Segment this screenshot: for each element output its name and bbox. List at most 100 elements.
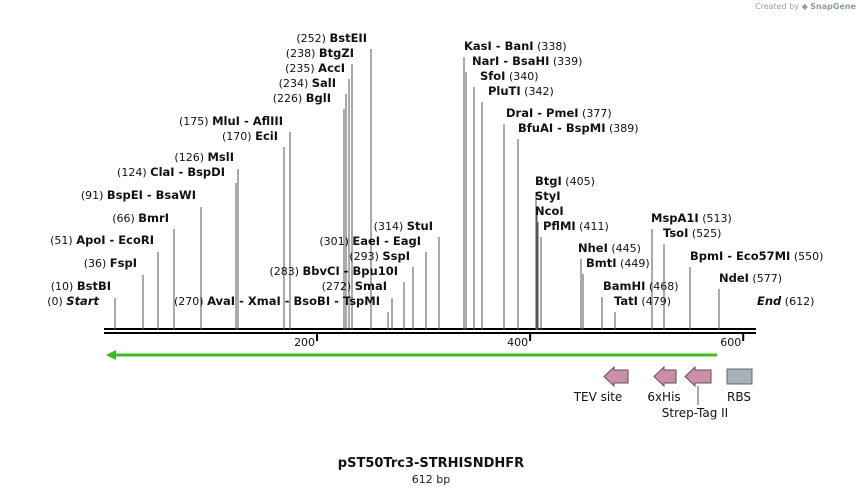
site-bpmi-eco57mi[interactable]: BpmI - Eco57MI (550)	[689, 249, 823, 330]
site-msli[interactable]: (126) MslI	[174, 150, 239, 330]
site-sfoi[interactable]: SfoI (340)	[473, 69, 539, 330]
site-position: (314)	[374, 220, 407, 233]
snapgene-logo-icon: ◆	[801, 2, 808, 11]
site-position: (577)	[749, 272, 782, 285]
site-name: BfuAI - BspMI	[518, 121, 605, 135]
site-clai-bspdi[interactable]: (124) ClaI - BspDI	[117, 165, 237, 330]
site-position: (389)	[605, 122, 638, 135]
site-name: BspEI - BsaWI	[107, 188, 196, 202]
backbone-top-strand	[104, 328, 756, 330]
feature-label: Strep-Tag II	[662, 406, 728, 420]
site-sali[interactable]: (234) SalI	[279, 76, 347, 330]
site-label: (66) BmrI	[112, 211, 169, 225]
site-label: BtgI (405)	[535, 174, 595, 188]
site-label: BpmI - Eco57MI (550)	[690, 249, 823, 263]
site-label: NdeI (577)	[719, 271, 782, 285]
site-label: (226) BglI	[273, 91, 331, 105]
site-label: (36) FspI	[84, 256, 137, 270]
site-eaei-eagi[interactable]: (301) EaeI - EagI	[319, 234, 427, 330]
site-bspei-bsawi[interactable]: (91) BspEI - BsaWI	[81, 188, 202, 330]
site-bsteii[interactable]: (252) BstEII	[296, 31, 372, 330]
site-label: KasI - BanI (338)	[464, 39, 567, 53]
site-ncoi[interactable]: NcoI	[535, 204, 564, 330]
site-bamhi[interactable]: BamHI (468)	[601, 279, 679, 330]
site-name: BpmI - Eco57MI	[690, 249, 790, 263]
site-stui[interactable]: (314) StuI	[374, 219, 440, 330]
site-btgzi[interactable]: (238) BtgZI	[286, 46, 354, 330]
site-btgi[interactable]: BtgI (405)	[535, 174, 595, 330]
site-smai[interactable]: (272) SmaI	[322, 279, 393, 330]
site-label: (10) BstBI	[51, 279, 111, 293]
orf-arrow[interactable]	[106, 350, 717, 360]
site-label: (301) EaeI - EagI	[319, 234, 421, 248]
site-bbvci-bpu10i[interactable]: (283) BbvCI - Bpu10I	[269, 264, 405, 330]
site-bstbi[interactable]: (10) BstBI	[51, 279, 116, 330]
site-mspa1i[interactable]: MspA1I (513)	[651, 211, 732, 330]
site-bgli[interactable]: (226) BglI	[273, 91, 345, 330]
site-position: (293)	[349, 250, 382, 263]
site-ndei[interactable]: NdeI (577)	[718, 271, 782, 330]
site-name: BbvCI - Bpu10I	[303, 264, 398, 278]
site-position: (525)	[688, 227, 721, 240]
site-name: StuI	[407, 219, 433, 233]
site-label: (170) EciI	[222, 129, 278, 143]
site-label: (252) BstEII	[296, 31, 367, 45]
site-name: AvaI - XmaI - BsoBI - TspMI	[207, 294, 380, 308]
site-fspi[interactable]: (36) FspI	[84, 256, 144, 330]
site-ecii[interactable]: (170) EciI	[222, 129, 285, 330]
site-label: (51) ApoI - EcoRI	[50, 233, 154, 247]
site-bfuai-bspmi[interactable]: BfuAI - BspMI (389)	[517, 121, 639, 330]
site-name: EaeI - EagI	[352, 234, 421, 248]
site-name: NdeI	[719, 271, 749, 285]
site-kasi-bani[interactable]: KasI - BanI (338)	[463, 39, 567, 330]
site-name: StyI	[535, 189, 561, 203]
site-name: ClaI - BspDI	[150, 165, 225, 179]
feature-arrow-icon	[653, 365, 677, 388]
feature-tev-site[interactable]: TEV site	[573, 365, 629, 404]
site-label: StyI	[535, 189, 561, 203]
site-mlui-afliii[interactable]: (175) MluI - AflIII	[179, 114, 291, 330]
feature-box-icon	[726, 368, 753, 385]
site-drai-pmei[interactable]: DraI - PmeI (377)	[503, 106, 612, 330]
site-tsoi[interactable]: TsoI (525)	[663, 226, 721, 330]
feature-rbs[interactable]: RBS	[726, 368, 753, 404]
site-name: BmtI	[586, 256, 617, 270]
site-position: (234)	[279, 77, 312, 90]
site-label: (235) AccI	[285, 61, 345, 75]
site-label: (238) BtgZI	[286, 46, 354, 60]
site-bmti[interactable]: BmtI (449)	[582, 256, 650, 330]
site-name: ApoI - EcoRI	[76, 233, 154, 247]
site-position: (51)	[50, 234, 76, 247]
feature-label: RBS	[727, 390, 751, 404]
site-position: (66)	[112, 212, 138, 225]
site-start[interactable]: (0) Start	[47, 294, 99, 308]
site-position: (283)	[269, 265, 302, 278]
site-label: (175) MluI - AflIII	[179, 114, 283, 128]
site-nhei[interactable]: NheI (445)	[578, 241, 641, 330]
site-acci[interactable]: (235) AccI	[285, 61, 350, 330]
site-label: End (612)	[757, 294, 814, 308]
site-name: EciI	[255, 129, 278, 143]
site-position: (377)	[579, 107, 612, 120]
site-sspi[interactable]: (293) SspI	[349, 249, 414, 330]
site-bmri[interactable]: (66) BmrI	[112, 211, 175, 330]
site-name: NheI	[578, 241, 608, 255]
site-label: DraI - PmeI (377)	[506, 106, 612, 120]
plasmid-length: 612 bp	[411, 473, 451, 486]
site-name: TatI	[614, 294, 638, 308]
site-end[interactable]: End (612)	[757, 294, 814, 308]
site-apoi-ecori[interactable]: (51) ApoI - EcoRI	[50, 233, 159, 330]
site-nari-bsahi[interactable]: NarI - BsaHI (339)	[465, 54, 582, 330]
site-pluti[interactable]: PluTI (342)	[481, 84, 554, 330]
site-tati[interactable]: TatI (479)	[614, 294, 671, 330]
axis-tick-label: 400	[507, 336, 528, 349]
site-pflmi[interactable]: PflMI (411)	[540, 219, 609, 330]
feature-strep-tag-ii[interactable]: Strep-Tag II	[662, 365, 728, 420]
site-avai-xmai-bsobi-tspmi[interactable]: (270) AvaI - XmaI - BsoBI - TspMI	[174, 294, 389, 330]
site-name: PluTI	[488, 84, 521, 98]
site-label: PluTI (342)	[488, 84, 554, 98]
site-position: (170)	[222, 130, 255, 143]
feature-6xhis[interactable]: 6xHis	[647, 365, 681, 404]
site-styi[interactable]: StyI	[535, 189, 561, 330]
site-name: PflMI	[543, 219, 576, 233]
